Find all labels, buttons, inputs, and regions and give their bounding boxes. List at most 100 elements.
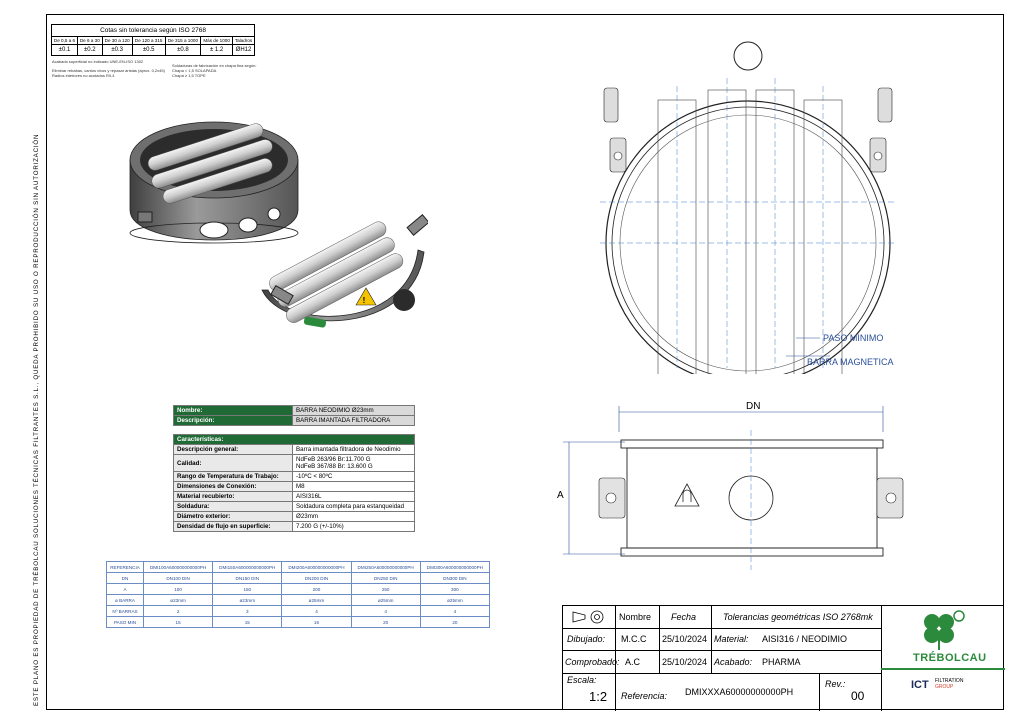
spec-key: Calidad: — [173, 454, 293, 472]
ref-cell: DN — [106, 572, 144, 584]
magnet-bar — [162, 158, 273, 204]
general-notes: Acabado superficial no indicado UNE-EN-I… — [52, 59, 165, 78]
clamp-left-plan — [603, 87, 627, 173]
cartridge-bars — [269, 221, 404, 323]
brand-name: TRÉBOLCAU — [913, 652, 987, 664]
ref-cell: ø25mm — [419, 594, 491, 606]
housing-bars — [147, 123, 273, 204]
ref-cell: ø BARRA — [106, 594, 144, 606]
ref-cell: ø23mm — [212, 594, 283, 606]
ref-header: DMI200A600000000000PH — [281, 561, 352, 573]
tol-header: Taladros — [232, 36, 255, 45]
magnet-bar — [151, 139, 273, 189]
spec-key: Densidad de flujo en superficie: — [173, 521, 293, 532]
tol-header: De 315 a 1000 — [164, 36, 202, 45]
ref-cell: 150 — [212, 583, 283, 595]
title-block: Nombre Fecha Tolerancias geométricas ISO… — [562, 605, 1005, 711]
tol-value: ØH12 — [232, 44, 255, 56]
ref-cell: DN200 DIN — [281, 572, 352, 584]
ref-cell: DN250 DIN — [350, 572, 421, 584]
tolerance-title: Cotas sin tolerancia según ISO 2768 — [51, 24, 255, 37]
ref-cell: ø25mm — [350, 594, 421, 606]
ref-cell: 16 — [281, 616, 352, 628]
ref-cell: DN100 DIN — [142, 572, 214, 584]
warning-symbol — [674, 483, 700, 507]
tol-header: De 120 a 315 — [131, 36, 166, 45]
top-view — [600, 41, 896, 374]
material-value: AISI316 / NEODIMIO — [762, 634, 848, 644]
reference-table: REFERENCIA DMI100A600000000000PH DMI150A… — [106, 561, 491, 628]
tol-value: ±0.8 — [164, 44, 202, 56]
ref-cell: 3 — [212, 605, 283, 617]
magnet-bar — [286, 253, 404, 323]
ref-header: REFERENCIA — [106, 561, 144, 573]
spec-value: -10ºC < 80ºC — [292, 471, 415, 482]
clover-logo — [924, 610, 965, 650]
ref-cell: PASO MIN — [106, 616, 144, 628]
spec-key: Nombre: — [173, 405, 293, 416]
comprobado-value: A.C — [625, 656, 641, 667]
ref-cell: DN300 DIN — [419, 572, 491, 584]
group-tagline: FILTRATION GROUP — [935, 678, 963, 690]
clamp-right — [406, 214, 428, 236]
referencia-value: DMIXXXA60000000000PH — [685, 687, 794, 697]
note-line: Eliminar rebabas, cantos vivos y repasar… — [52, 68, 165, 73]
note-line: Chapa < 1,5 SOLAPADA — [172, 68, 217, 73]
ref-cell: 2 — [142, 605, 214, 617]
spec-table: Nombre:BARRA NEODIMIO Ø23mm Descripción:… — [173, 405, 415, 532]
group-logo: ICT — [911, 679, 929, 691]
spec-key: Material recubierto: — [173, 491, 293, 502]
rev-label: Rev.: — [825, 679, 846, 689]
warning-sticker-mark: ! — [363, 296, 366, 305]
ref-cell: A — [106, 583, 144, 595]
dimension-lines — [786, 337, 830, 357]
group-sub1: FILTRATION — [935, 678, 964, 684]
comprobado-label: Comprobado: — [565, 656, 620, 667]
note-line: Chapa ≥ 1,5 TOPE — [172, 73, 206, 78]
ref-cell: ø25mm — [281, 594, 352, 606]
spec-value-line: NdFeB 367/88 Br: 13.600 G — [296, 463, 373, 470]
paso-minimo-label: PASO MINIMO — [823, 333, 884, 343]
material-label: Material: — [714, 634, 749, 644]
note-line: Acabado superficial no indicado UNE-EN-I… — [52, 59, 144, 64]
acabado-label: Acabado: — [714, 656, 753, 667]
spec-key: Diámetro exterior: — [173, 511, 293, 522]
center-lines — [600, 78, 896, 368]
clamp-right-plan — [869, 87, 893, 173]
note-line: Soldaduras de fabricación en chapa fina … — [172, 63, 257, 68]
clamp-left-side — [598, 477, 626, 519]
housing-shell — [626, 447, 878, 549]
projection-symbol-icon — [572, 610, 604, 624]
spec-section: Características: — [173, 434, 415, 445]
spec-value: BARRA NEODIMIO Ø23mm — [292, 405, 415, 416]
ownership-notice: ESTE PLANO ES PROPIEDAD DE TRÉBOLCAU SOL… — [33, 133, 40, 706]
ref-cell: 4 — [350, 605, 421, 617]
tol-value: ±0.1 — [51, 44, 78, 56]
ref-cell: 20 — [419, 616, 491, 628]
magnet-bar — [269, 221, 387, 292]
tol-value: ±0.5 — [131, 44, 166, 56]
bars-plan — [657, 89, 843, 374]
clamp-left — [270, 284, 327, 328]
dibujado-value: M.C.C — [621, 634, 647, 644]
warning-sticker — [355, 287, 377, 306]
sight-glass — [199, 221, 229, 239]
ref-cell: 200 — [281, 583, 352, 595]
spec-key: Descripción: — [173, 415, 293, 426]
ref-cell: 4 — [419, 605, 491, 617]
drawing-frame — [46, 14, 1004, 710]
spec-key: Descripción general: — [173, 444, 293, 455]
tol-value: ±0.3 — [101, 44, 133, 56]
ref-header: DMI300A600000000000PH — [419, 561, 491, 573]
spec-key: Dimensiones de Conexión: — [173, 481, 293, 492]
spec-value: Soldadura completa para estanqueidad — [292, 501, 415, 512]
sight-glass — [267, 207, 281, 221]
tol-value: ±0.2 — [77, 44, 103, 56]
spec-value: 7.200 G (+/-10%) — [292, 521, 415, 532]
spec-value: Ø23mm — [292, 511, 415, 522]
spec-key: Rango de Temperatura de Trabajo: — [173, 471, 293, 482]
comprobado-date: 25/10/2024 — [662, 656, 708, 667]
bottom-flange — [620, 547, 884, 557]
ref-header: DMI100A600000000000PH — [142, 561, 214, 573]
